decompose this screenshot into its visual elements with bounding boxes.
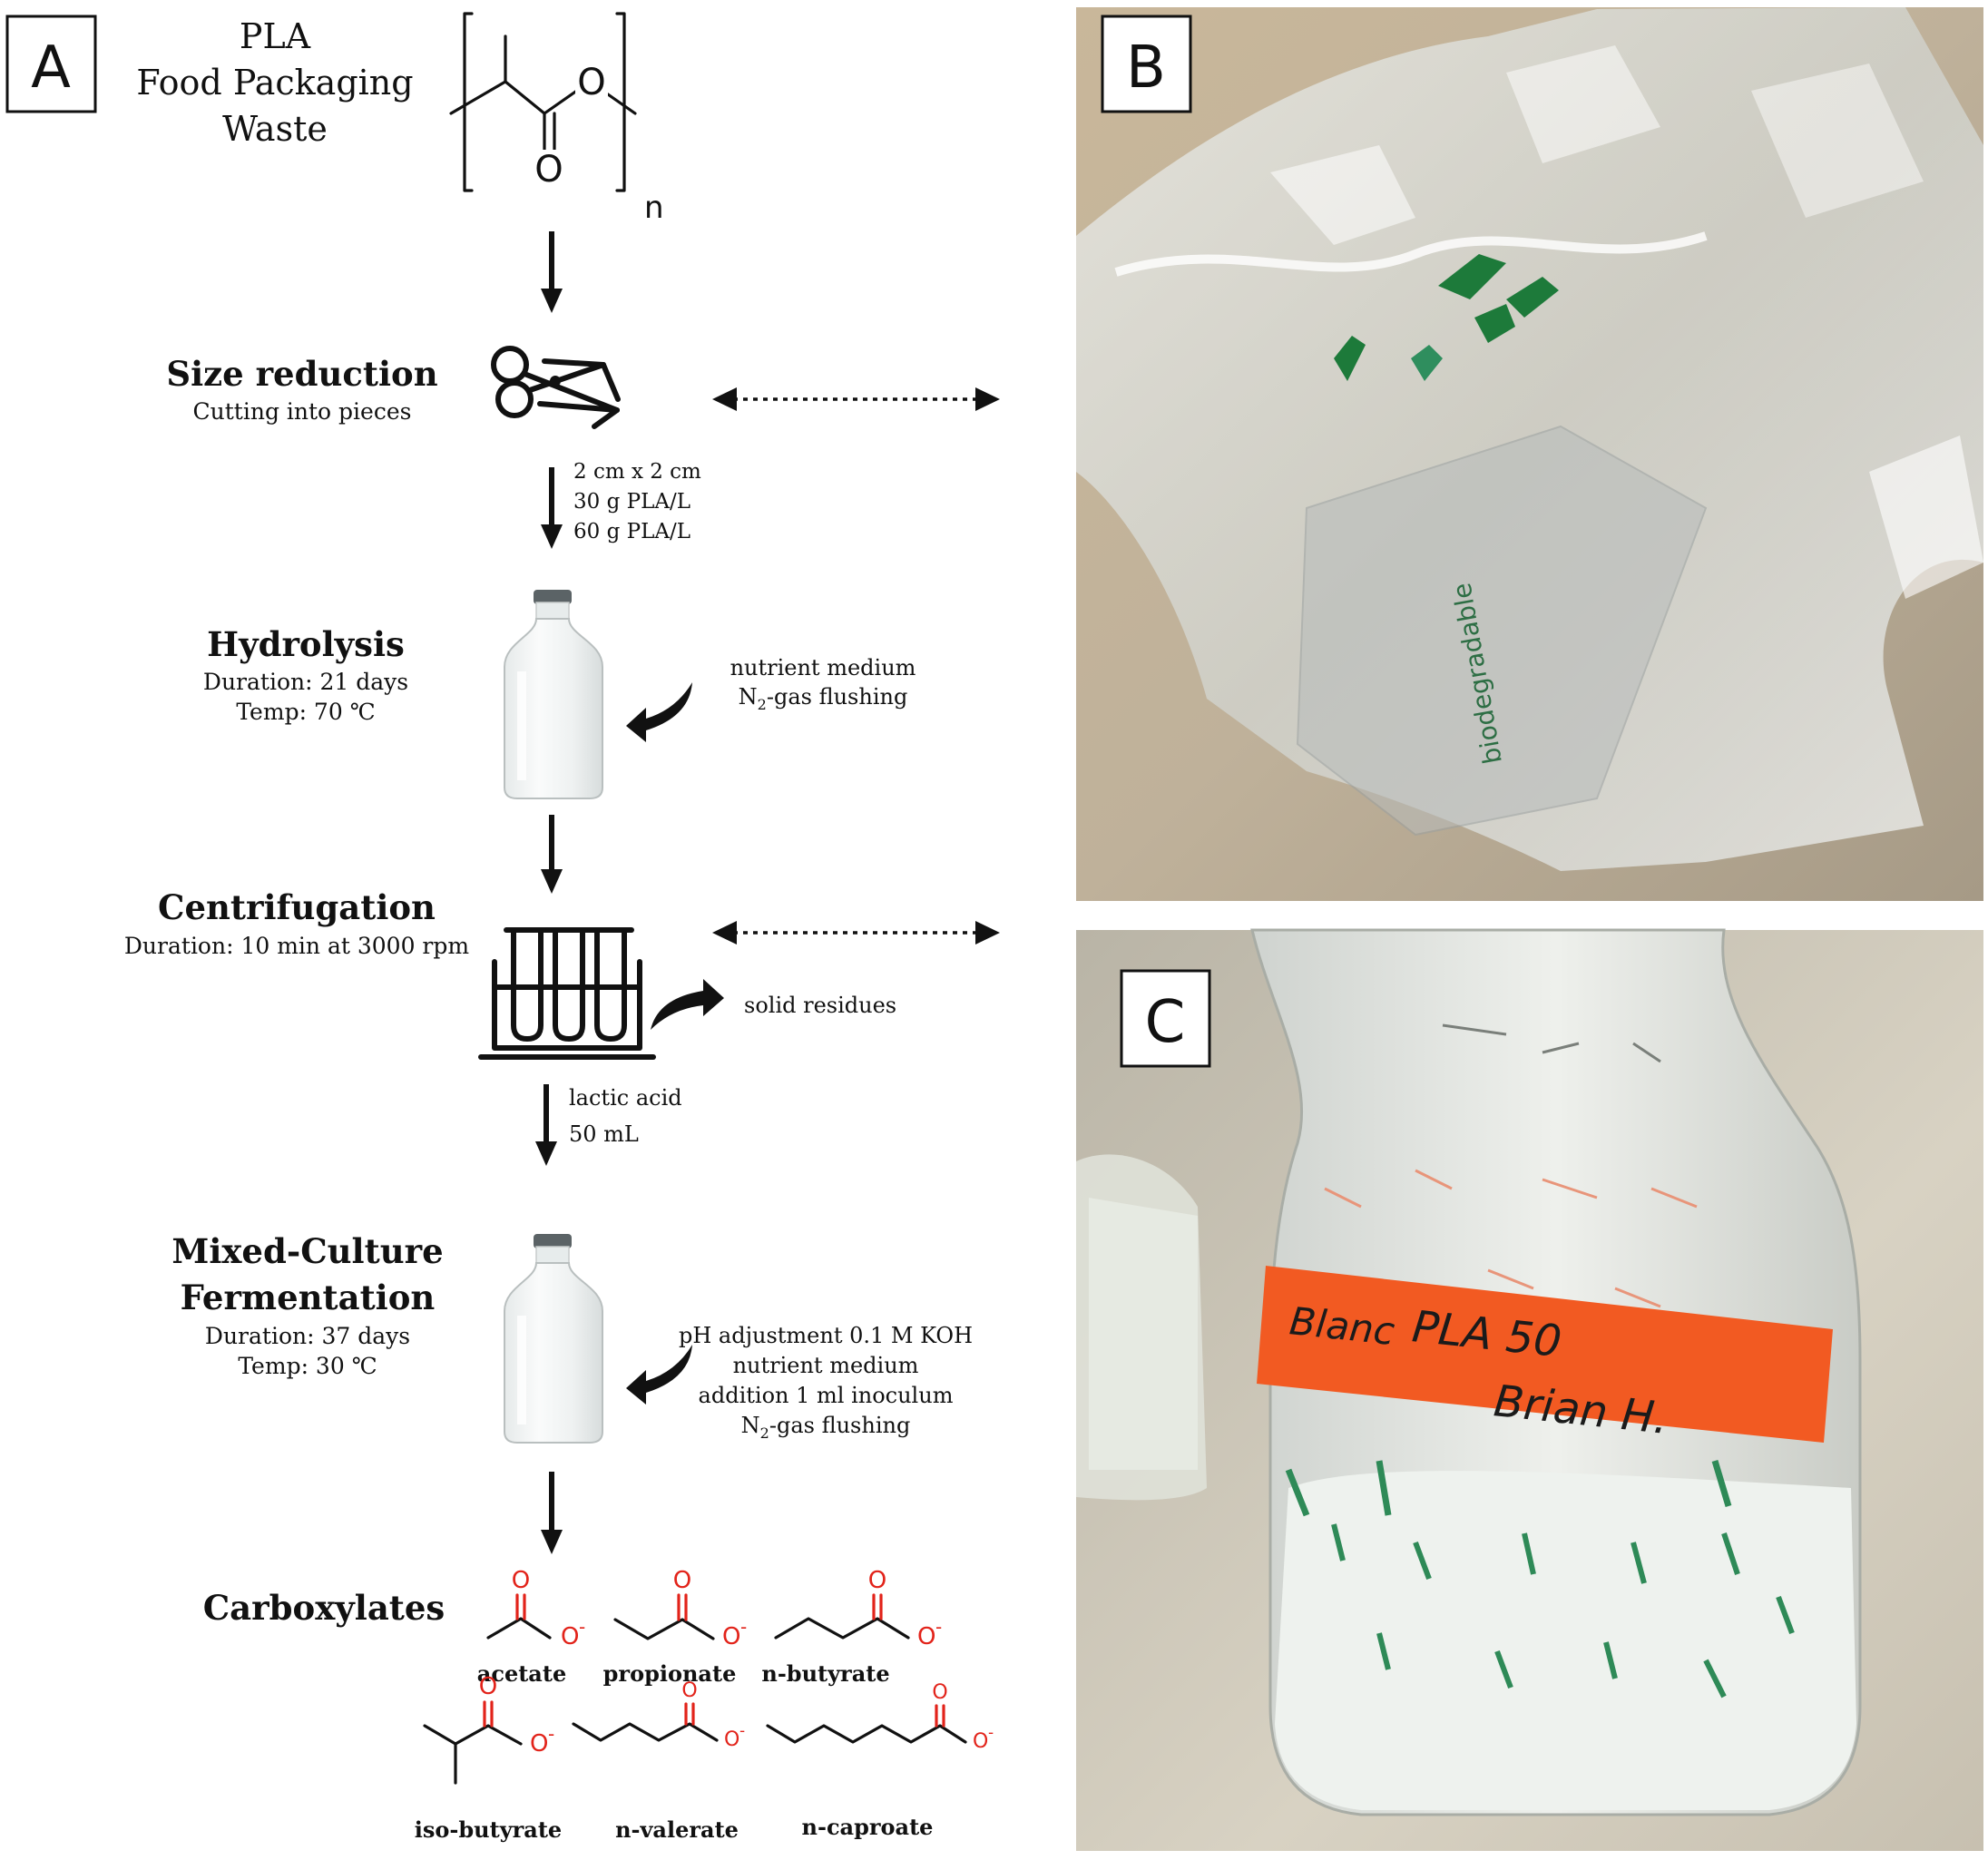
link-arrow-to-b [712, 387, 1000, 411]
centrifugation-output: solid residues [744, 993, 896, 1018]
svg-text:O: O [722, 1623, 740, 1650]
iso-butyrate-structure: O O - [423, 1673, 554, 1785]
serum-bottle-icon-1 [504, 590, 603, 799]
panel-b-label: B [1126, 34, 1166, 102]
fermentation-duration: Duration: 37 days [205, 1323, 410, 1349]
svg-text:O: O [917, 1623, 935, 1650]
fermentation-input-1: pH adjustment 0.1 M KOH [679, 1323, 973, 1348]
panel-a-box [5, 15, 97, 113]
flow-arrow-2 [541, 467, 563, 549]
size-reduction-subtitle: Cutting into pieces [193, 398, 412, 425]
svg-text:O: O [724, 1728, 739, 1751]
size-reduction-title: Size reduction [166, 354, 437, 394]
acetate-structure: O O - [486, 1567, 585, 1650]
photo-c-fermentation-bottle: Blanc PLA 50 Brian H. [1076, 928, 1983, 1851]
header-pla: PLA [240, 16, 311, 56]
size-param-3: 60 g PLA/L [573, 520, 690, 543]
hydrolysis-temp: Temp: 70 ℃ [236, 699, 375, 725]
svg-text:-: - [579, 1616, 585, 1638]
svg-text:-: - [935, 1616, 942, 1638]
svg-text:O: O [973, 1730, 988, 1753]
fermentation-temp: Temp: 30 ℃ [238, 1353, 377, 1379]
size-param-1: 2 cm x 2 cm [573, 460, 701, 484]
link-arrow-to-c [712, 921, 1000, 945]
panel-b-box [1101, 15, 1192, 113]
input-arrow-fermentation [626, 1345, 692, 1405]
svg-text:-: - [739, 1722, 745, 1740]
name-iso-butyrate: iso-butyrate [415, 1816, 562, 1843]
output-arrow-centrifugation [651, 979, 724, 1030]
size-param-2: 30 g PLA/L [573, 490, 690, 514]
svg-text:O: O [681, 1679, 697, 1702]
name-propionate: propionate [603, 1660, 737, 1687]
test-tube-rack-icon [478, 927, 656, 1060]
hydrolysis-input-1: nutrient medium [730, 655, 916, 680]
svg-text:O: O [530, 1730, 548, 1757]
flow-arrow-1 [541, 231, 563, 313]
svg-text:O: O [512, 1567, 530, 1594]
header-waste: Waste [222, 109, 328, 149]
hydrolysis-input-2: N2-gas flushing [739, 684, 908, 713]
fermentation-input-2: nutrient medium [733, 1353, 919, 1378]
polymer-n: n [644, 190, 664, 226]
polymer-oxygen-1: O [577, 62, 605, 103]
n-caproate-structure: O O - [766, 1681, 994, 1753]
panel-a-label: A [31, 34, 71, 102]
fermentation-title-2: Fermentation [181, 1278, 436, 1317]
flow-arrow-4 [535, 1084, 557, 1166]
pla-polymer-structure: O O n [449, 12, 664, 226]
photo-b-pla-bag: biodegradable [1076, 7, 1983, 901]
n-valerate-structure: O O - [572, 1679, 745, 1751]
panel-c-box [1120, 969, 1211, 1068]
hydrolysis-title: Hydrolysis [207, 624, 405, 664]
serum-bottle-icon-2 [504, 1234, 603, 1444]
flow-arrow-5 [541, 1472, 563, 1554]
svg-text:O: O [479, 1673, 497, 1700]
input-arrow-hydrolysis [626, 682, 692, 742]
svg-text:-: - [548, 1723, 554, 1745]
svg-text:O: O [673, 1567, 691, 1594]
name-acetate: acetate [477, 1660, 566, 1687]
fermentation-input-4: N2-gas flushing [741, 1413, 911, 1442]
label-text-blanc: Blanc [1288, 1298, 1396, 1354]
carboxylates-title: Carboxylates [203, 1588, 446, 1628]
polymer-oxygen-2: O [534, 149, 563, 191]
name-n-butyrate: n-butyrate [761, 1660, 889, 1687]
fermentation-title-1: Mixed-Culture [171, 1231, 443, 1271]
panel-c-label: C [1145, 989, 1186, 1056]
svg-text:O: O [932, 1681, 947, 1704]
scissors-icon [491, 346, 621, 429]
centrifugation-duration: Duration: 10 min at 3000 rpm [124, 933, 469, 959]
centrifugation-param-1: lactic acid [569, 1085, 682, 1111]
svg-text:-: - [740, 1616, 747, 1638]
name-n-caproate: n-caproate [802, 1814, 934, 1840]
flow-arrow-3 [541, 815, 563, 894]
name-n-valerate: n-valerate [615, 1816, 739, 1843]
hydrolysis-duration: Duration: 21 days [203, 669, 408, 695]
centrifugation-title: Centrifugation [158, 887, 436, 927]
header-food-packaging: Food Packaging [136, 63, 413, 103]
n-butyrate-structure: O O - [774, 1567, 942, 1650]
propionate-structure: O O - [613, 1567, 747, 1650]
svg-text:-: - [988, 1724, 994, 1742]
fermentation-input-3: addition 1 ml inoculum [699, 1383, 954, 1408]
svg-text:O: O [868, 1567, 886, 1594]
svg-text:O: O [561, 1623, 579, 1650]
centrifugation-param-2: 50 mL [569, 1121, 639, 1147]
